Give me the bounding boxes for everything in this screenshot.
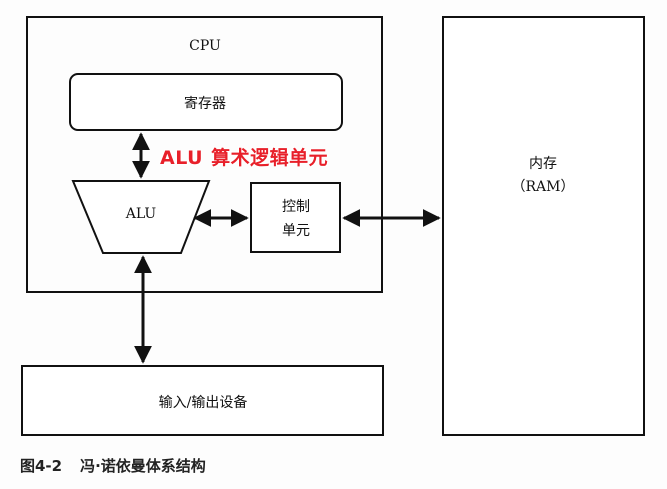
figure-number: 图4-2: [20, 457, 63, 475]
cpu-box: [26, 16, 383, 293]
memory-box: [442, 16, 645, 436]
cpu-label: CPU: [189, 38, 221, 54]
alu-shape: [71, 180, 211, 254]
memory-label-line1: 内存: [529, 156, 557, 172]
control-unit-label-line1: 控制: [282, 199, 310, 215]
io-box: [21, 365, 384, 436]
control-unit-box: [250, 182, 341, 253]
memory-label-line2: （RAM）: [511, 179, 575, 195]
annotation-text: 算术逻辑单元: [211, 147, 329, 169]
control-unit-label-line2: 单元: [282, 223, 310, 239]
figure-caption: 图4-2 冯·诺依曼体系结构: [20, 455, 206, 476]
alu-label: ALU: [125, 206, 157, 222]
figure-title: 冯·诺依曼体系结构: [80, 457, 206, 475]
alu-annotation: ALU 算术逻辑单元: [160, 143, 328, 170]
io-label: 输入/输出设备: [158, 395, 248, 411]
registers-box: [69, 73, 343, 131]
annotation-abbrev: ALU: [160, 147, 204, 169]
registers-label: 寄存器: [184, 96, 226, 112]
